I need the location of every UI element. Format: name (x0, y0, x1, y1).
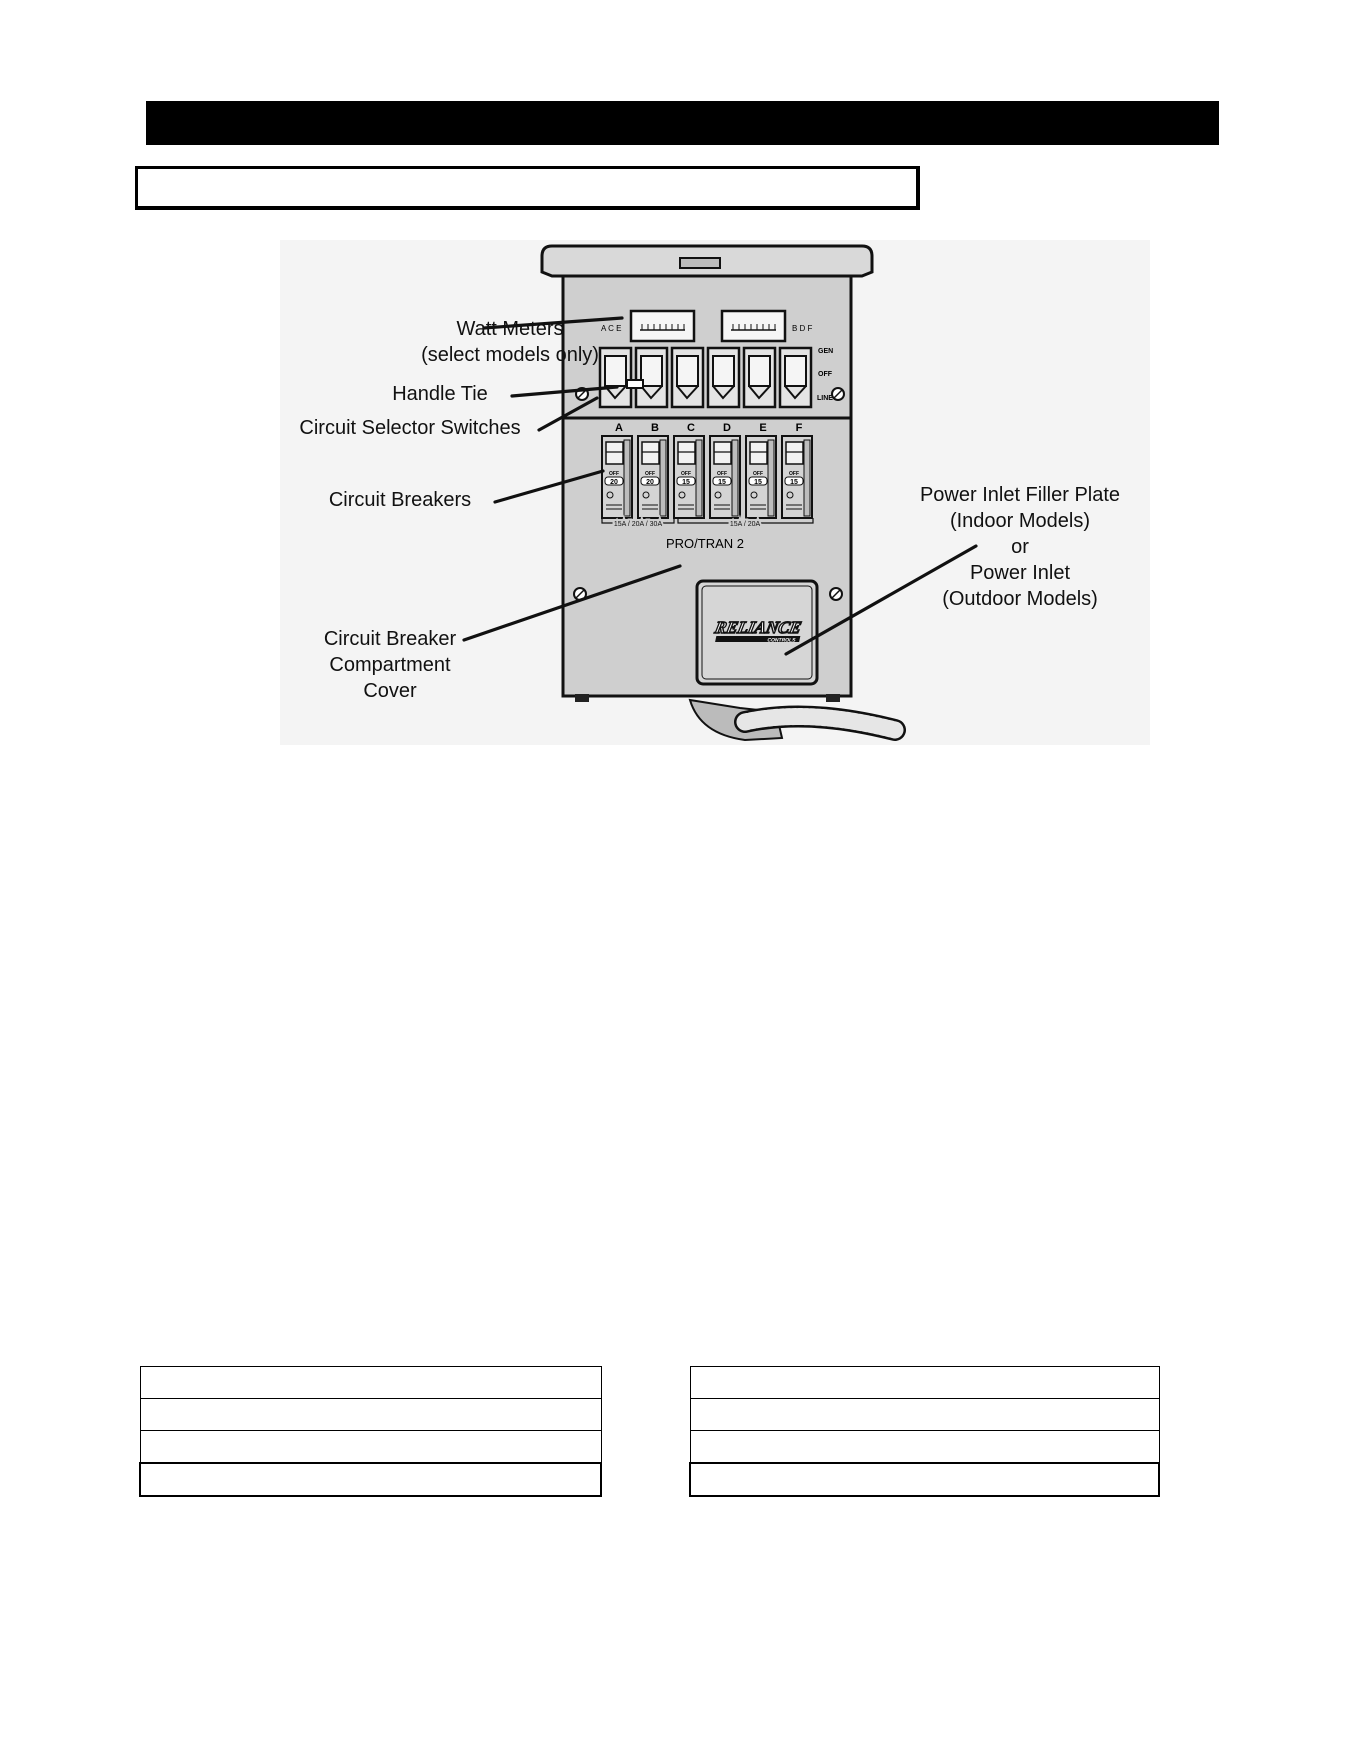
table-row (689, 1430, 1160, 1464)
callout-leader-lines (462, 316, 978, 656)
section-title-bar (146, 101, 1219, 145)
table-row (139, 1430, 602, 1464)
watt-meter-right (720, 309, 787, 343)
circuit-letter: B (651, 422, 659, 434)
breaker-f[interactable]: OFF 15 (781, 435, 813, 519)
callout-text: Cover (363, 680, 417, 702)
selector-switch-a[interactable] (598, 346, 633, 409)
table-row (139, 1462, 602, 1497)
selector-switch-e[interactable] (742, 346, 777, 409)
callout-text: Compartment (329, 654, 451, 676)
callout-text: Circuit Breaker (323, 628, 457, 650)
panel-foot-right (826, 694, 840, 702)
callout-circuit-breakers: Circuit Breakers (328, 489, 472, 511)
breaker-rating: 20 (610, 479, 618, 486)
meter-left-label: A C E (601, 324, 621, 333)
breaker-rating: 15 (790, 479, 798, 486)
breaker-off-label: OFF (717, 471, 727, 477)
callout-text: (select models only) (421, 344, 599, 366)
callout-circuit-selector-switches: Circuit Selector Switches (299, 417, 521, 439)
rating-bracket-right-label: 15A / 20A (730, 521, 761, 528)
svg-text:CONTROLS: CONTROLS (767, 638, 797, 644)
breaker-rating: 15 (754, 479, 762, 486)
callout-text: Power Inlet (969, 562, 1071, 584)
table-left (139, 1366, 602, 1497)
circuit-letter: F (796, 422, 803, 434)
svg-text:RELIANCE: RELIANCE (712, 618, 803, 637)
power-inlet-filler-plate (695, 579, 819, 686)
breaker-rating: 15 (718, 479, 726, 486)
table-row (689, 1398, 1160, 1431)
table-row (689, 1462, 1160, 1497)
circuit-letter: A (615, 422, 623, 434)
breaker-off-label: OFF (753, 471, 763, 477)
breaker-rating: 20 (646, 479, 654, 486)
selector-switch-c[interactable] (670, 346, 705, 409)
lid-latch (679, 257, 721, 269)
breaker-off-label: OFF (609, 471, 619, 477)
switch-position-gen: GEN (818, 348, 833, 355)
subsection-title-box (135, 166, 920, 210)
circuit-breakers: OFF 20 OFF 20 OFF 15 OFF 15 OFF 15 OFF 15 (601, 435, 813, 519)
selector-switch-f[interactable] (778, 346, 813, 409)
circuit-letter: D (723, 422, 731, 434)
breaker-off-label: OFF (645, 471, 655, 477)
breaker-e[interactable]: OFF 15 (745, 435, 777, 519)
reliance-logo: RELIANCE CONTROLS (711, 617, 803, 644)
rating-bracket-left (601, 518, 675, 524)
breaker-rating: 15 (682, 479, 690, 486)
table-right (689, 1366, 1160, 1497)
circuit-letter: E (759, 422, 766, 434)
table-row (139, 1398, 602, 1431)
switch-position-off: OFF (818, 371, 833, 378)
selector-switch-b[interactable] (634, 346, 669, 409)
callout-handle-tie: Handle Tie (392, 383, 488, 405)
callout-text: (Indoor Models) (949, 510, 1091, 532)
breaker-b[interactable]: OFF 20 (637, 435, 669, 519)
callout-text: or (1011, 536, 1029, 558)
conduit-cable (688, 698, 906, 742)
meter-right-label: B D F (792, 324, 813, 333)
selector-switch-d[interactable] (706, 346, 741, 409)
switch-position-line: LINE (817, 395, 833, 402)
circuit-selector-switches (598, 346, 813, 409)
callout-text: Watt Meters (456, 318, 564, 340)
callout-watt-meters: Watt Meters (select models only) (300, 316, 720, 368)
callout-text: Power Inlet Filler Plate (919, 484, 1121, 506)
callout-compartment-cover: Circuit Breaker Compartment Cover (290, 626, 490, 704)
model-name: PRO/TRAN 2 (666, 536, 744, 551)
breaker-a[interactable]: OFF 20 (601, 435, 633, 519)
rating-bracket-right (677, 518, 814, 524)
handle-tie[interactable] (626, 379, 644, 389)
table-row (139, 1366, 602, 1399)
breaker-off-label: OFF (681, 471, 691, 477)
panel-foot-left (575, 694, 589, 702)
breaker-off-label: OFF (789, 471, 799, 477)
rating-bracket-left-label: 15A / 20A / 30A (614, 521, 663, 528)
circuit-letters: A B C D E F (615, 422, 803, 434)
breaker-d[interactable]: OFF 15 (709, 435, 741, 519)
breaker-c[interactable]: OFF 15 (673, 435, 705, 519)
table-row (689, 1366, 1160, 1399)
callout-power-inlet: Power Inlet Filler Plate (Indoor Models)… (880, 482, 1160, 612)
callout-text: (Outdoor Models) (942, 588, 1098, 610)
circuit-letter: C (687, 422, 695, 434)
